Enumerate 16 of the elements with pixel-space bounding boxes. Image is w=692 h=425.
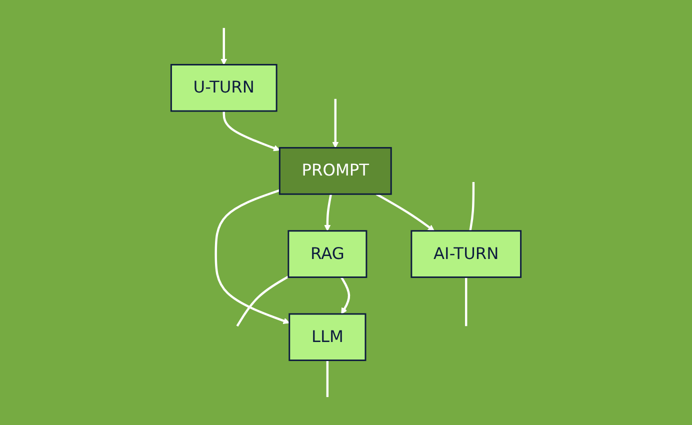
connector <box>326 360 329 398</box>
arrow <box>332 98 339 148</box>
arrow <box>376 193 434 232</box>
node-box: LLM <box>288 313 366 362</box>
node-box: AI-TURN <box>410 230 522 278</box>
node-box: U-TURN <box>170 64 278 112</box>
arrow <box>222 111 280 152</box>
arrow <box>214 189 290 324</box>
arrow <box>340 276 350 314</box>
connector <box>236 276 289 327</box>
connector <box>465 277 468 326</box>
connector <box>469 182 475 232</box>
arrow <box>220 28 228 65</box>
node-box: PROMPT <box>278 147 392 195</box>
arrow <box>324 194 332 232</box>
node-box: RAG <box>288 230 368 278</box>
